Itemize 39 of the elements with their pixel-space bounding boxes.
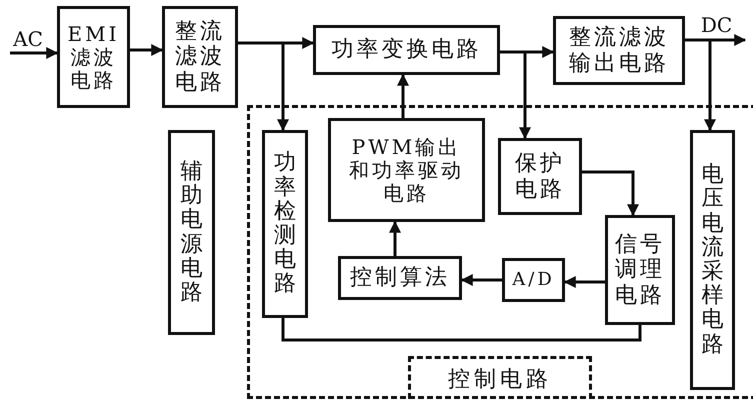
circuit-block: [498, 138, 582, 215]
block-label: 保护电路: [514, 151, 566, 202]
circuit-block: [162, 6, 238, 108]
arrow: [564, 276, 605, 288]
arrow: [10, 47, 58, 59]
block-label: AC: [13, 28, 43, 50]
connector-line: [282, 318, 642, 342]
block-label: 辅助电源电路: [180, 160, 202, 306]
block-label: PWM输出和功率驱动电路: [348, 136, 465, 204]
circuit-block: [553, 16, 685, 85]
arrow: [685, 38, 716, 132]
arrow: [238, 42, 289, 132]
arrow: [500, 50, 531, 140]
block-label: 电压电流采样电路: [702, 163, 724, 357]
circuit-block: [328, 118, 485, 222]
arrow: [582, 170, 639, 216]
circuit-block: [57, 6, 130, 108]
arrow: [460, 274, 502, 286]
block-label: EMI滤波电路: [66, 22, 120, 92]
dashed-region: [247, 105, 753, 399]
circuit-block: [338, 256, 462, 300]
block-label: A/D: [512, 270, 555, 290]
block-label: 整流滤波电路: [174, 19, 226, 95]
arrow: [397, 74, 409, 118]
block-label: 信号调理电路: [614, 232, 666, 308]
arrow: [389, 220, 401, 256]
circuit-block: [605, 215, 675, 325]
circuit-block: [262, 130, 308, 318]
block-label: DC: [700, 14, 732, 36]
block-label: 功率变换电路: [332, 37, 482, 63]
block-label: 功率检测电路: [274, 151, 296, 297]
block-label: 控制算法: [350, 265, 450, 291]
block-label: 整流滤波输出电路: [569, 25, 669, 76]
arrow: [130, 44, 164, 56]
circuit-block: [502, 258, 565, 302]
region-label: 控制电路: [408, 356, 592, 399]
circuit-block: [168, 130, 215, 335]
circuit-block: [690, 130, 735, 390]
circuit-block: [313, 25, 500, 75]
